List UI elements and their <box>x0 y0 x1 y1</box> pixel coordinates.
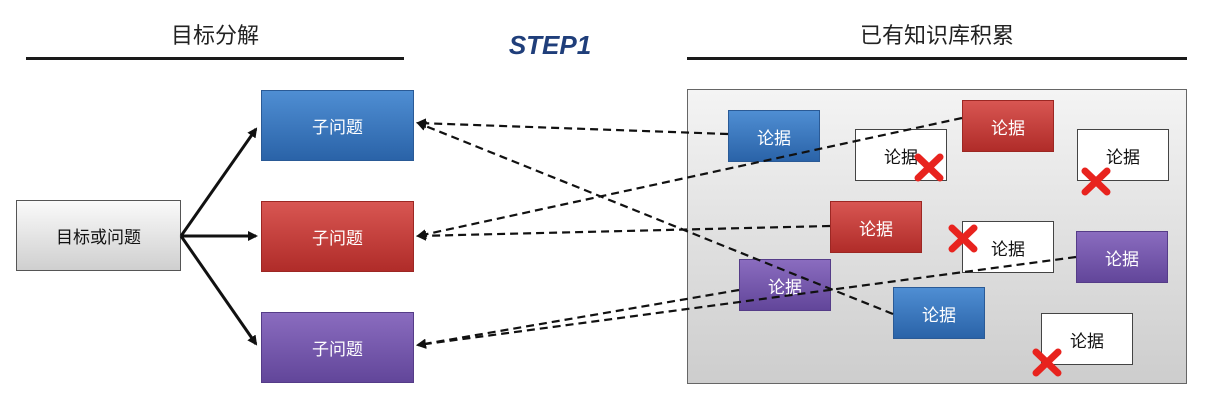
evidence-8: 论据 <box>1076 231 1168 283</box>
evidence-3: 论据 <box>962 100 1054 152</box>
step-label: STEP1 <box>508 30 592 60</box>
evidence-purple-right-to-sub3-arrow <box>416 255 1077 349</box>
reject-x-icon <box>948 224 978 253</box>
header-right: 已有知识库积累 <box>859 23 1014 48</box>
goal-to-subproblem-3-arrow <box>179 235 258 346</box>
subproblem-3: 子问题 <box>261 312 414 383</box>
reject-x-icon <box>1081 167 1111 196</box>
evidence-6: 论据 <box>962 221 1054 273</box>
evidence-7: 论据 <box>739 259 831 311</box>
evidence-red-mid-to-sub2-arrow <box>416 224 831 241</box>
subproblem-2: 子问题 <box>261 201 414 272</box>
evidence-5: 论据 <box>830 201 922 253</box>
header-left: 目标分解 <box>170 23 259 48</box>
evidence-9: 论据 <box>893 287 985 339</box>
header-left-rule <box>26 57 404 60</box>
evidence-red-to-sub2-arrow <box>416 116 963 240</box>
subproblem-1: 子问题 <box>261 90 414 161</box>
header-right-rule <box>687 57 1187 60</box>
goal-to-subproblem-1-arrow <box>179 127 258 237</box>
evidence-1: 论据 <box>728 110 820 162</box>
evidence-4: 论据 <box>1077 129 1169 181</box>
reject-x-icon <box>914 153 944 182</box>
evidence-blue-to-sub1-arrow <box>416 118 729 136</box>
evidence-purple-to-sub3-arrow <box>416 288 740 349</box>
reject-x-icon <box>1032 348 1062 377</box>
evidence-blue-low-to-sub1-arrow <box>416 121 894 316</box>
